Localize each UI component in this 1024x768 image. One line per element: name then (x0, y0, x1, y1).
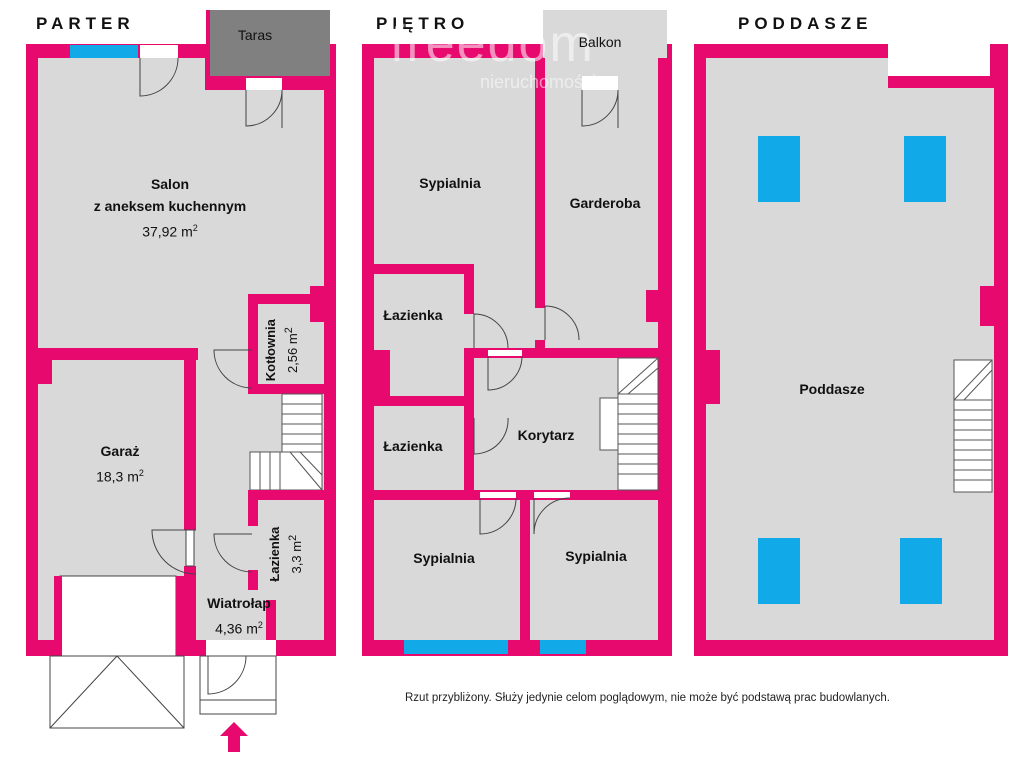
label-garderoba: Garderoba (555, 192, 655, 214)
garaz-name: Garaż (100, 443, 140, 459)
label-lazienka-parter: Łazienka 3,3 m2 (266, 514, 306, 594)
watermark-subtitle: nieruchomości (480, 72, 597, 92)
lazienka-2-name: Łazienka (383, 438, 443, 454)
lazienka-parter-area: 3,3 m (289, 540, 305, 574)
roof-window (900, 538, 942, 604)
watermark-logo: freedom (390, 15, 595, 73)
label-taras: Taras (237, 27, 273, 43)
salon-name-1: Salon (150, 176, 190, 192)
floor-title-pietro: PIĘTRO (376, 14, 470, 33)
label-salon: Salon z aneksem kuchennym 37,92 m2 (60, 173, 280, 243)
parter-plan (26, 10, 336, 752)
roof-window (758, 538, 800, 604)
wiatrolap-area: 4,36 m (215, 620, 258, 637)
window (404, 640, 508, 654)
sypialnia-2-name: Sypialnia (413, 550, 475, 566)
label-poddasze: Poddasze (782, 378, 882, 400)
window (540, 640, 586, 654)
stairs-pietro (599, 357, 659, 491)
korytarz-name: Korytarz (517, 427, 575, 443)
terrace (210, 10, 330, 76)
label-garaz: Garaż 18,3 m2 (50, 440, 190, 488)
sq-sup: 2 (257, 620, 263, 630)
pietro-plan (362, 10, 672, 656)
label-sypialnia-1: Sypialnia (400, 172, 500, 194)
kotlownia-name: Kotłownia (262, 319, 278, 382)
sq-sup: 2 (192, 223, 198, 233)
window (70, 45, 138, 58)
disclaimer-note: Rzut przybliżony. Służy jedynie celom po… (405, 692, 890, 704)
floor-title-parter: PARTER (36, 14, 135, 33)
poddasze-name: Poddasze (799, 381, 865, 397)
label-sypialnia-3: Sypialnia (546, 545, 646, 567)
garderoba-name: Garderoba (569, 195, 641, 211)
sypialnia-1-name: Sypialnia (419, 175, 481, 191)
wiatrolap-name: Wiatrołap (207, 595, 271, 611)
lazienka-1-name: Łazienka (383, 307, 443, 323)
poddasze-plan (694, 44, 1008, 656)
entrance-arrow (220, 722, 248, 752)
sypialnia-3-name: Sypialnia (565, 548, 627, 564)
roof-window (758, 136, 800, 202)
label-lazienka-2: Łazienka (372, 435, 454, 457)
floor-title-poddasze: PODDASZE (738, 14, 873, 33)
kotlownia-area: 2,56 m (285, 333, 301, 374)
roof-window (904, 136, 946, 202)
garaz-area: 18,3 m (96, 468, 139, 485)
label-balkon: Balkon (578, 34, 622, 50)
label-kotlownia: Kotłownia 2,56 m2 (262, 306, 302, 394)
sq-sup: 2 (282, 327, 295, 334)
salon-area: 37,92 m (142, 223, 193, 240)
label-wiatrolap: Wiatrołap 4,36 m2 (194, 592, 284, 640)
label-lazienka-1: Łazienka (372, 304, 454, 326)
label-sypialnia-2: Sypialnia (394, 547, 494, 569)
salon-name-2: z aneksem kuchennym (93, 198, 247, 214)
stairs-parter (249, 393, 323, 491)
sq-sup: 2 (286, 534, 299, 541)
label-korytarz: Korytarz (500, 424, 592, 446)
sq-sup: 2 (138, 468, 144, 478)
stairs-poddasze (953, 359, 993, 493)
lazienka-parter-name: Łazienka (266, 526, 282, 582)
